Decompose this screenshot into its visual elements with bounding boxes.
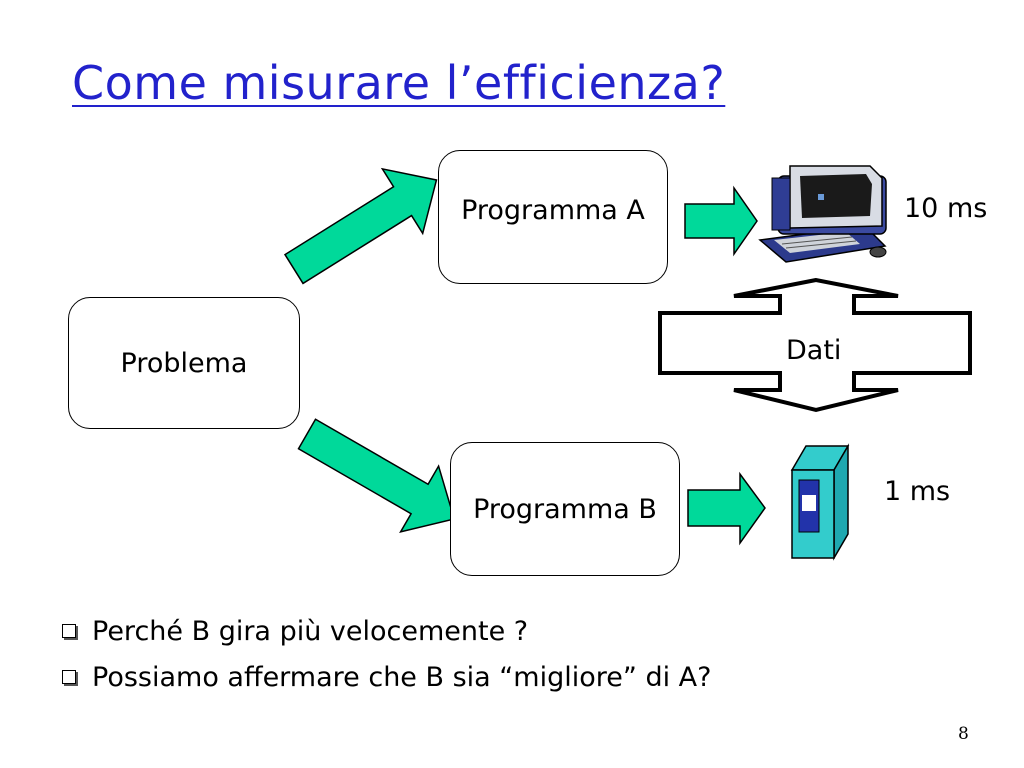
checkbox-bullet-icon (62, 670, 76, 684)
problem-box-label: Problema (120, 347, 248, 379)
bullet-item: Possiamo affermare che B sia “migliore” … (62, 654, 711, 700)
program-a-label: Programma A (461, 195, 645, 226)
time-b-label: 1 ms (884, 476, 951, 507)
bullet-text: Possiamo affermare che B sia “migliore” … (92, 661, 712, 693)
program-a-box: Programma A (438, 150, 668, 284)
dati-double-arrow (658, 277, 972, 413)
program-b-box: Programma B (450, 442, 680, 576)
arrow-to-program-a (283, 167, 438, 285)
server-box-icon (790, 443, 850, 561)
page-number: 8 (958, 724, 969, 744)
arrow-b-to-device (687, 471, 766, 546)
arrow-to-program-b (297, 418, 456, 534)
bullet-list: Perché B gira più velocemente ? Possiamo… (62, 608, 711, 700)
arrow-a-to-computer (684, 185, 758, 257)
problem-box: Problema (68, 297, 300, 429)
program-b-label: Programma B (473, 493, 657, 525)
slide-title: Come misurare l’efficienza? (72, 56, 726, 110)
checkbox-bullet-icon (62, 624, 76, 638)
bullet-item: Perché B gira più velocemente ? (62, 608, 711, 654)
desktop-computer-icon (758, 165, 887, 263)
time-a-label: 10 ms (904, 193, 988, 224)
bullet-text: Perché B gira più velocemente ? (92, 615, 529, 647)
data-label: Dati (786, 335, 842, 366)
